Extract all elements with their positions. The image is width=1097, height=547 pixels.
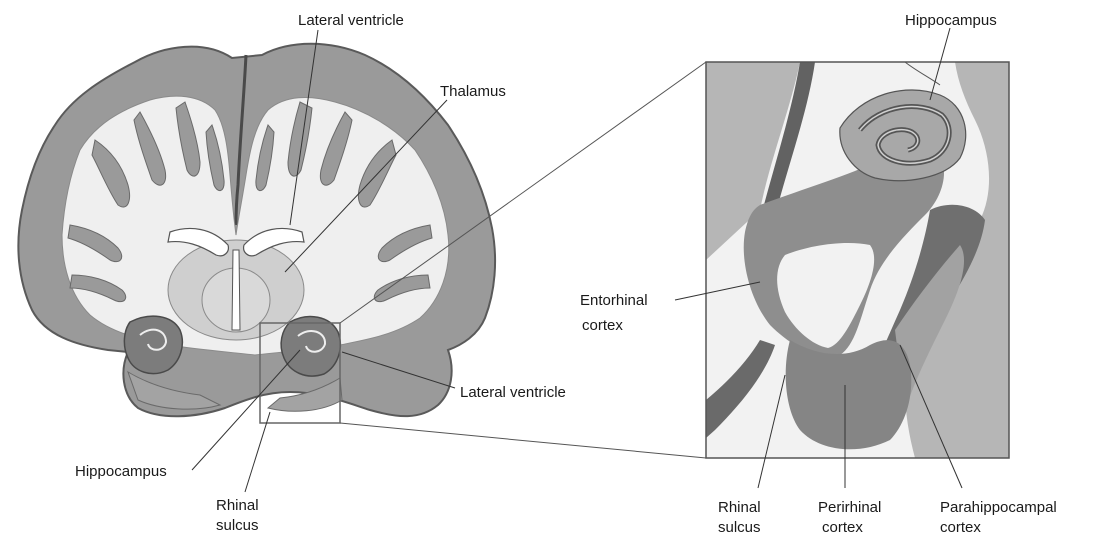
- left-temporal-hippocampus: [124, 316, 182, 373]
- label-thalamus: Thalamus: [440, 83, 506, 100]
- right-temporal-hippocampus: [281, 317, 340, 376]
- label-parahippocampal-2: cortex: [940, 519, 981, 536]
- label-rhinal-sulcus-brain-2: sulcus: [216, 517, 259, 534]
- label-perirhinal-2: cortex: [822, 519, 863, 536]
- coronal-brain-section: [18, 44, 495, 423]
- label-lateral-ventricle-top: Lateral ventricle: [298, 12, 404, 29]
- label-rhinal-sulcus-brain-1: Rhinal: [216, 497, 259, 514]
- label-rhinal-inset-1: Rhinal: [718, 499, 761, 516]
- label-parahippocampal-1: Parahippocampal: [940, 499, 1057, 516]
- label-entorhinal-2: cortex: [582, 317, 623, 334]
- inset-perirhinal-cortex: [786, 340, 912, 449]
- third-ventricle: [232, 250, 240, 330]
- label-hippocampus-brain: Hippocampus: [75, 463, 167, 480]
- label-rhinal-inset-2: sulcus: [718, 519, 761, 536]
- label-perirhinal-1: Perirhinal: [818, 499, 881, 516]
- label-hippocampus-inset: Hippocampus: [905, 12, 997, 29]
- label-entorhinal-1: Entorhinal: [580, 292, 648, 309]
- zoomed-inset: [706, 62, 1009, 458]
- label-lateral-ventricle-right: Lateral ventricle: [460, 384, 566, 401]
